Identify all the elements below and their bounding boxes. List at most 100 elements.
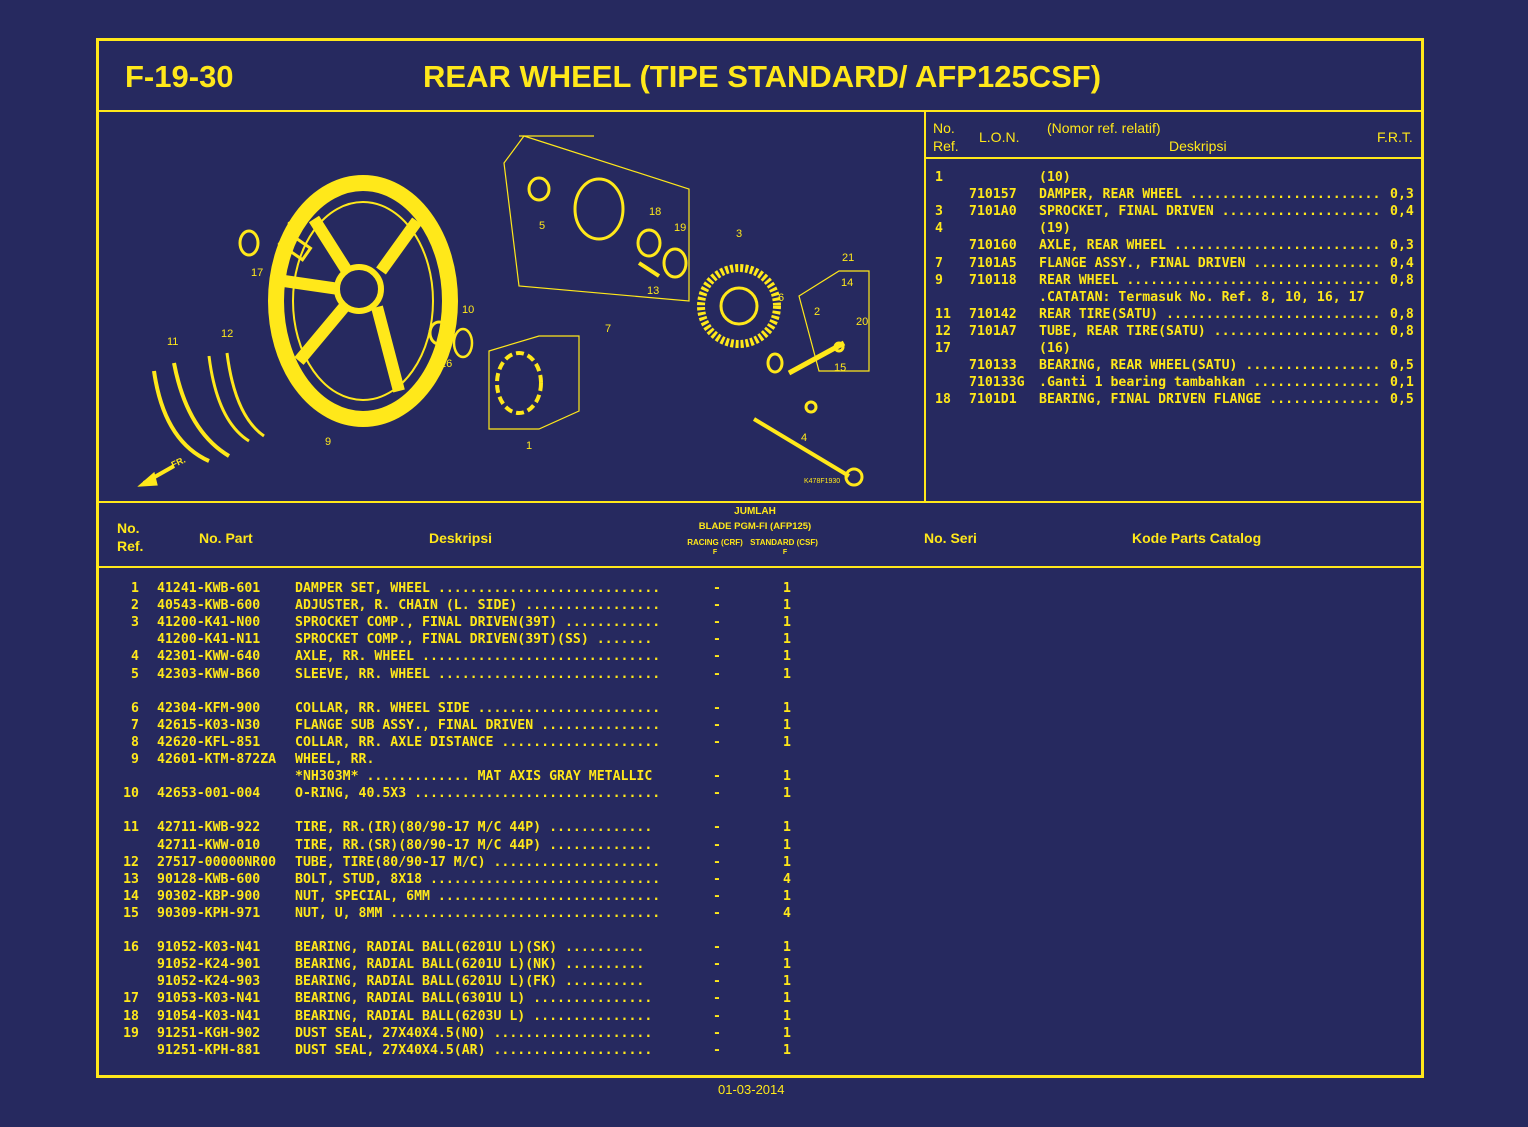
parts-header-serial: No. Seri (924, 530, 977, 546)
part-description: NUT, U, 8MM ............................… (295, 905, 661, 921)
table-row: 91251-KPH-881 DUST SEAL, 27X40X4.5(AR) ..… (99, 1042, 1427, 1059)
part-ref: 10 (123, 786, 139, 802)
part-description: SPROCKET COMP., FINAL DRIVEN(39T)(SS) ..… (295, 632, 653, 648)
part-qty-racing: - (713, 632, 721, 648)
part-description: DAMPER SET, WHEEL ......................… (295, 581, 661, 596)
lon-frt: 0,8 (1390, 323, 1414, 339)
part-ref: 3 (131, 615, 139, 631)
table-row: 7 42615-K03-N30 FLANGE SUB ASSY., FINAL DR… (99, 717, 1427, 734)
part-number: 42615-K03-N30 (157, 717, 261, 733)
part-qty-standard: 1 (783, 769, 791, 785)
bearing-part (636, 228, 662, 258)
lon-ref: 9 (935, 272, 943, 288)
part-description: FLANGE SUB ASSY., FINAL DRIVEN .........… (295, 717, 661, 733)
part-number: 91251-KPH-881 (157, 1042, 261, 1058)
lon-desc: DAMPER, REAR WHEEL .....................… (1039, 187, 1381, 203)
part-ref: 15 (123, 905, 139, 921)
part-number: 91052-K03-N41 (157, 940, 261, 956)
part-ref: 2 (131, 598, 139, 614)
part-qty-racing: - (713, 957, 721, 973)
lon-desc: (16) (1039, 341, 1071, 356)
callout-number: 13 (647, 285, 659, 297)
callout-number: 15 (834, 362, 846, 374)
callout-number: 14 (841, 277, 853, 289)
axle-nut (844, 467, 864, 487)
footer-date: 01-03-2014 (718, 1082, 785, 1097)
part-description: O-RING, 40.5X3 .........................… (295, 786, 661, 802)
part-qty-standard: 1 (783, 717, 791, 733)
lon-ref: 12 (935, 323, 951, 339)
part-description: BEARING, RADIAL BALL(6201U L)(FK) ......… (295, 974, 645, 990)
part-number: 42711-KWB-922 (157, 820, 261, 836)
callout-number: 18 (649, 206, 661, 218)
lon-row: 4(19) (99, 220, 1427, 237)
hub-outline (503, 135, 690, 302)
collar-side-part (766, 352, 784, 374)
part-qty-standard: 4 (783, 871, 791, 887)
lon-ref: 1 (935, 170, 943, 185)
lon-frt: 0,8 (1390, 306, 1414, 322)
wheel-hub (334, 264, 384, 314)
part-description: BEARING, RADIAL BALL(6203U L) ..........… (295, 1008, 653, 1024)
lon-desc: REAR WHEEL .............................… (1039, 272, 1381, 288)
part-description: COLLAR, RR. WHEEL SIDE .................… (295, 700, 661, 716)
lon-ref: 4 (935, 221, 943, 237)
part-qty-racing: - (713, 1042, 721, 1058)
table-row: 11 42711-KWB-922 TIRE, RR.(IR)(80/90-17 M/… (99, 819, 1427, 836)
lon-desc: BEARING, FINAL DRIVEN FLANGE ...........… (1039, 392, 1381, 408)
flange-part (573, 177, 625, 241)
lon-code: 710160 (969, 238, 1017, 254)
callout-number: 16 (440, 358, 452, 370)
part-description: BEARING, RADIAL BALL(6201U L)(NK) ......… (295, 957, 645, 973)
part-ref: 7 (131, 717, 139, 733)
part-number: 90302-KBP-900 (157, 888, 261, 904)
callout-number: 11 (167, 336, 178, 348)
axle-part (752, 417, 851, 478)
lon-code: 7101D1 (969, 392, 1017, 408)
part-number: 91053-K03-N41 (157, 991, 261, 1007)
parts-header-catalog: Kode Parts Catalog (1132, 530, 1262, 546)
divider (925, 157, 1424, 159)
lon-code: 710118 (969, 272, 1017, 288)
part-number: 91251-KGH-902 (157, 1025, 261, 1041)
part-qty-racing: - (713, 786, 721, 802)
tube (207, 352, 265, 443)
lon-code: 7101A0 (969, 204, 1017, 220)
wheel-rim (268, 175, 458, 427)
part-qty-standard: 1 (783, 854, 791, 870)
part-number: 41200-K41-N11 (157, 632, 261, 648)
part-ref: 17 (123, 991, 139, 1007)
part-ref: 5 (131, 666, 139, 682)
bearing-wheel-part (428, 320, 450, 346)
part-qty-racing: - (713, 820, 721, 836)
part-qty-racing: - (713, 974, 721, 990)
part-qty-racing: - (713, 717, 721, 733)
part-description: DUST SEAL, 27X40X4.5(AR) ...............… (295, 1042, 653, 1058)
part-ref: 19 (123, 1025, 139, 1041)
part-ref: 11 (123, 820, 139, 836)
callout-number: 20 (856, 316, 868, 328)
callout-number: 12 (221, 328, 233, 340)
parts-header-standard: STANDARD (CSF) (750, 538, 818, 547)
part-ref: 6 (131, 700, 139, 716)
lon-row: 710133G.Ganti 1 bearing tambahkan ......… (99, 374, 1427, 391)
stud-bolt (637, 261, 661, 278)
part-qty-racing: - (713, 888, 721, 904)
part-number: 91052-K24-901 (157, 957, 261, 973)
part-ref: 18 (123, 1008, 139, 1024)
lon-desc: BEARING, REAR WHEEL(SATU) ..............… (1039, 358, 1381, 374)
callout-number: 9 (325, 436, 331, 448)
lon-ref: 7 (935, 255, 943, 271)
part-qty-racing: - (713, 581, 721, 596)
damper-outline (488, 335, 580, 430)
part-qty-racing: - (713, 837, 721, 853)
front-arrow-label: FR. (170, 455, 187, 470)
part-description: TIRE, RR.(IR)(80/90-17 M/C 44P) ........… (295, 820, 653, 836)
